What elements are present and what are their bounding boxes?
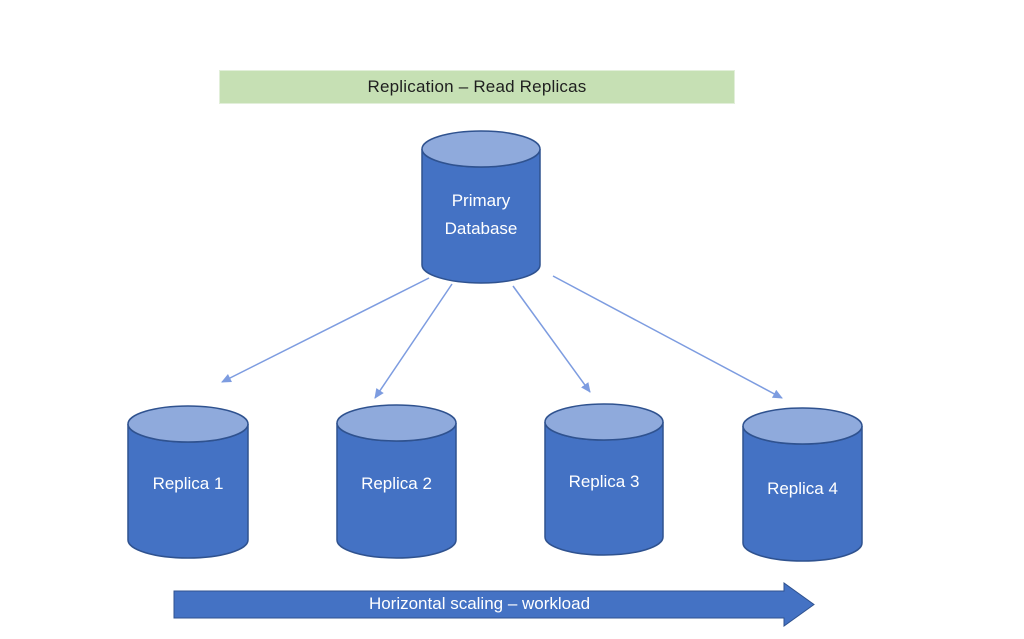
connector-arrow-primary-to-replica-3: [512, 285, 591, 393]
replica-3-cylinder-top: [544, 403, 664, 441]
replica-2-cylinder-top: [336, 404, 457, 442]
primary-database-cylinder: [421, 130, 541, 284]
replica-4-cylinder-top: [742, 407, 863, 445]
connector-arrow-primary-to-replica-4: [552, 275, 783, 399]
primary-database-label: Primary Database: [422, 187, 540, 243]
replica-1-cylinder: [127, 405, 249, 559]
replica-2-cylinder: [336, 404, 457, 559]
replica-1-label: Replica 1: [152, 474, 224, 493]
replica-4-cylinder: [742, 407, 863, 562]
connector-arrow-primary-to-replica-1: [221, 277, 430, 383]
replica-3-cylinder: [544, 403, 664, 556]
title-banner: Replication – Read Replicas: [219, 70, 735, 104]
primary-database-label-line2: Database: [444, 219, 518, 238]
replica-3-label: Replica 3: [568, 472, 640, 491]
horizontal-scaling-arrow-label: Horizontal scaling – workload: [368, 594, 591, 613]
primary-database-cylinder-top: [421, 130, 541, 168]
replica-1-cylinder-top: [127, 405, 249, 443]
title-banner-label: Replication – Read Replicas: [367, 77, 587, 96]
horizontal-scaling-arrow: [173, 582, 815, 627]
connector-arrow-primary-to-replica-2: [374, 283, 453, 399]
replica-4-label: Replica 4: [767, 479, 838, 498]
replica-2-label: Replica 2: [361, 474, 432, 493]
primary-database-label-line1: Primary: [451, 191, 511, 210]
